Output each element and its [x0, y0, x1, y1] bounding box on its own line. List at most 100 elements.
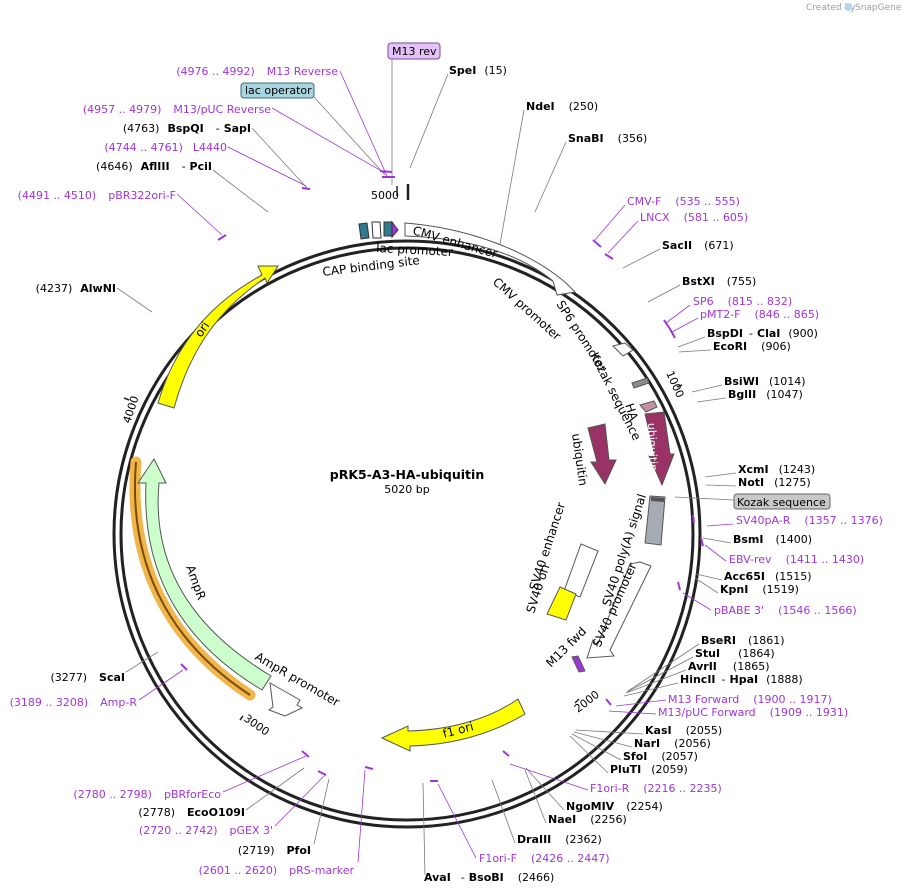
site-bspdi-clai[interactable]: BspDI-ClaI(900): [677, 327, 818, 348]
lac-operator-box-text: lac operator: [245, 84, 312, 97]
primer-cmv-f[interactable]: CMV-F(535 .. 555): [592, 195, 740, 248]
primer-m13-puc-reverse-range: (4957 .. 4979): [83, 103, 162, 116]
lac-operator-box[interactable]: lac operator: [240, 82, 315, 99]
site-ngomiv[interactable]: NgoMIV(2254): [525, 767, 663, 813]
m13-fwd-label: M13 fwd: [543, 624, 589, 670]
primer-lncx[interactable]: LNCX(581 .. 605): [604, 211, 748, 260]
primer-f1ori-f[interactable]: F1ori-F(2426 .. 2447): [430, 780, 610, 865]
site-alwni[interactable]: (4237)AlwNI: [36, 282, 153, 313]
site-bspqi-name: BspQI: [167, 122, 203, 135]
svg-text:(2778)EcoO109I: (2778)EcoO109I: [138, 806, 245, 819]
primer-pbrforeco-range: (2780 .. 2798): [73, 788, 152, 801]
primer-f1ori-r-range: (2216 .. 2235): [643, 782, 722, 795]
primer-ebv-rev-name: EBV-rev: [729, 553, 772, 566]
site-afliii-pcii[interactable]: (4646)AflIII-PciI: [96, 160, 269, 213]
primer-pgex3[interactable]: (2720 .. 2742)pGEX 3': [139, 770, 327, 837]
primer-m13-reverse[interactable]: (4976 .. 4992)M13 Reverse: [176, 65, 395, 178]
site-ecoo109i[interactable]: (2778)EcoO109I: [138, 767, 305, 819]
primer-pbabe3[interactable]: pBABE 3'(1546 .. 1566): [677, 581, 857, 617]
site-bseri[interactable]: BseRI(1861): [627, 634, 785, 692]
site-avai-bsobi[interactable]: AvaI-BsoBI(2466): [422, 782, 554, 884]
primer-pbrforeco[interactable]: (2780 .. 2798)pBRforEco: [73, 750, 310, 801]
site-bspqi-sapi[interactable]: (4763)BspQI-SapI: [123, 122, 308, 189]
svg-text:F1ori-F(2426 .. 2447): F1ori-F(2426 .. 2447): [479, 852, 610, 865]
ubiquitin-inner-label: ubiquitin: [569, 432, 590, 486]
site-bglii[interactable]: BglII(1047): [696, 388, 803, 403]
site-bsmi[interactable]: BsmI(1400): [702, 533, 812, 546]
site-ndei[interactable]: NdeI(250): [499, 100, 599, 245]
primer-ebv-rev[interactable]: EBV-rev(1411 .. 1430): [700, 537, 864, 566]
site-pfoi[interactable]: (2719)PfoI: [238, 778, 330, 857]
primer-sv40pa-r[interactable]: SV40pA-R(1357 .. 1376): [692, 514, 883, 527]
site-avrii[interactable]: AvrII(1865): [625, 660, 769, 694]
primer-m13-forward[interactable]: M13 Forward (1900 .. 1917): [605, 693, 832, 707]
primer-m13-puc-forward[interactable]: M13/pUC Forward (1909 .. 1931): [608, 706, 848, 719]
site-stui-pos: (1864): [738, 647, 775, 660]
site-kpni-pos: (1519): [762, 583, 799, 596]
primer-pbr322ori-f[interactable]: (4491 .. 4510)pBR322ori-F: [18, 189, 227, 241]
site-snabi[interactable]: SnaBI(356): [534, 132, 647, 213]
site-ecori[interactable]: EcoRI(906): [678, 340, 791, 353]
primer-m13-puc-reverse[interactable]: (4957 .. 4979)M13/pUC Reverse: [83, 103, 393, 174]
primer-prs-marker[interactable]: (2601 .. 2620)pRS-marker: [199, 766, 374, 877]
site-spei[interactable]: SpeI(15): [409, 64, 507, 169]
m13-fwd-block: [571, 655, 586, 673]
snapgene-brand: SnapGene: [855, 3, 902, 13]
ubiquitin-outer-label: ubiquitin: [645, 423, 660, 472]
site-xcmi-pos: (1243): [779, 463, 816, 476]
site-naei[interactable]: NaeI(2256): [524, 769, 627, 826]
primer-f1ori-r[interactable]: F1ori-R(2216 .. 2235): [502, 750, 722, 795]
site-sapi-name: SapI: [224, 122, 251, 135]
site-snabi-name: SnaBI: [568, 132, 604, 145]
site-bsiwi-pos: (1014): [769, 375, 806, 388]
site-kpni[interactable]: KpnI(1519): [694, 577, 799, 596]
primer-l4440-name: L4440: [193, 141, 227, 154]
primer-sp6[interactable]: SP6(815 .. 832): [663, 295, 792, 330]
backbone-outer: [112, 239, 702, 829]
svg-text:M13/pUC Forward(1909 .. 1931): M13/pUC Forward (1909 .. 1931): [658, 706, 848, 719]
primer-l4440-range: (4744 .. 4761): [104, 141, 183, 154]
svg-text:BsiWI(1014): BsiWI(1014): [724, 375, 806, 388]
site-kasi[interactable]: KasI(2055): [575, 724, 722, 737]
site-hincii-hpai[interactable]: HincII-HpaI(1888): [623, 673, 803, 697]
primer-m13-puc-forward-name: M13/pUC Forward: [658, 706, 756, 719]
site-draiii[interactable]: DraIII(2362): [491, 779, 602, 846]
site-pluti-pos: (2059): [651, 763, 688, 776]
primer-amp-r[interactable]: (3189 .. 3208)Amp-R: [10, 663, 188, 709]
site-nari[interactable]: NarI(2056): [573, 731, 711, 750]
primer-prs-marker-name: pRS-marker: [289, 864, 354, 877]
svg-text:(4491 .. 4510)pBR322ori-F: (4491 .. 4510)pBR322ori-F: [18, 189, 176, 202]
site-pluti[interactable]: PluTI(2059): [569, 735, 688, 776]
site-pcii-name: PciI: [190, 160, 212, 173]
sv40-polya-block: [644, 495, 666, 546]
site-hincii-name: HincII: [680, 673, 716, 686]
site-bsiwi[interactable]: BsiWI(1014): [691, 375, 806, 393]
site-xcmi[interactable]: XcmI(1243): [704, 463, 816, 478]
site-acc65i[interactable]: Acc65I(1515): [695, 570, 812, 583]
site-ndei-pos: (250): [569, 100, 599, 113]
site-sfoi[interactable]: SfoI(2057): [571, 733, 698, 763]
site-scai[interactable]: (3277)ScaI: [50, 651, 159, 684]
site-stui[interactable]: StuI(1864): [626, 647, 775, 693]
sp6-promoter-arrow: [612, 342, 634, 357]
site-bstxi[interactable]: BstXI(755): [647, 275, 757, 303]
primer-amp-r-range: (3189 .. 3208): [10, 696, 89, 709]
site-sacii[interactable]: SacII(671): [622, 239, 734, 269]
svg-text:M13 Forward(1900 .. 1917): M13 Forward (1900 .. 1917): [668, 693, 832, 706]
sv40-ori-block: [546, 586, 577, 621]
primer-m13-forward-name: M13 Forward: [668, 693, 739, 706]
primer-m13-puc-forward-range: (1909 .. 1931): [770, 706, 849, 719]
site-noti[interactable]: NotI(1275): [705, 476, 811, 489]
site-ecoo109i-name: EcoO109I: [187, 806, 245, 819]
site-bglii-name: BglII: [728, 388, 756, 401]
primer-l4440[interactable]: (4744 .. 4761) L4440: [104, 141, 311, 190]
primer-m13-forward-range: (1900 .. 1917): [753, 693, 832, 706]
kozak-box-text: Kozak sequence: [737, 496, 826, 509]
primer-pmt2-f[interactable]: pMT2-F(846 .. 865): [669, 308, 819, 339]
site-afliii-sep: -: [182, 160, 186, 173]
m13-rev-box[interactable]: M13 rev: [387, 42, 441, 60]
kozak-box[interactable]: Kozak sequence: [733, 493, 831, 510]
site-bstxi-pos: (755): [727, 275, 757, 288]
site-avai-sep: -: [461, 871, 465, 884]
